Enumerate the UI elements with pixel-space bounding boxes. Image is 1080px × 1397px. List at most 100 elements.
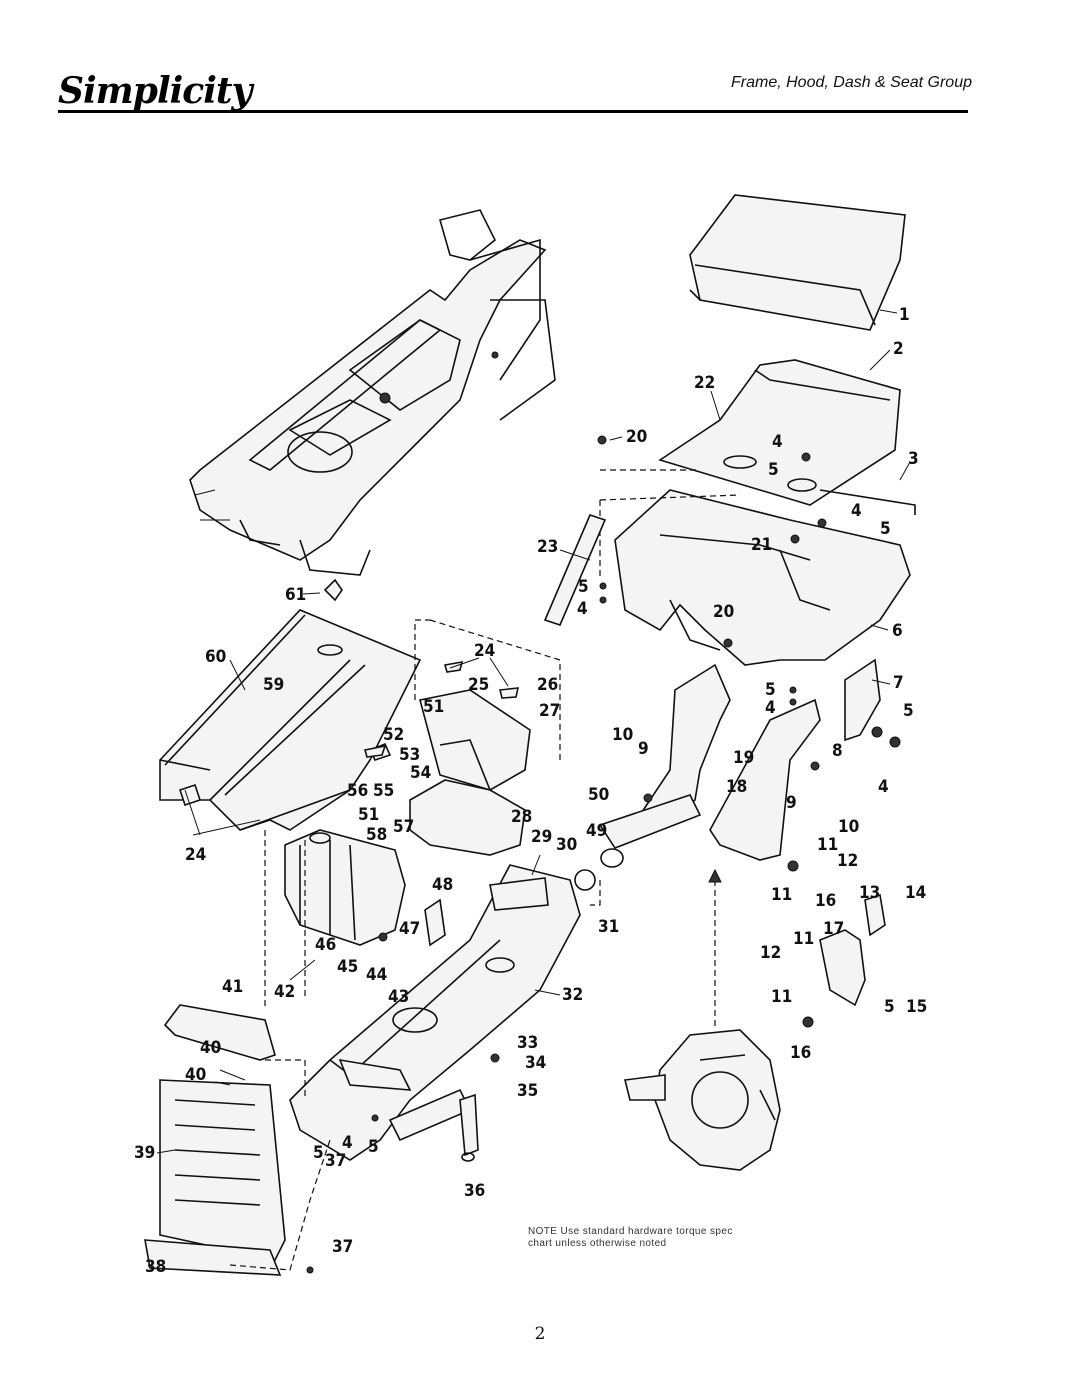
callout-29: 29 [531,827,552,847]
callout-5: 5 [765,680,776,700]
callout-25: 25 [468,675,489,695]
callout-21: 21 [751,535,772,555]
callout-30: 30 [556,835,577,855]
callout-40: 40 [185,1065,206,1085]
callout-24: 24 [185,845,206,865]
grille-assembly [144,830,331,1276]
callout-1: 1 [899,305,910,325]
transmission-assembly [624,1029,781,1171]
callout-57: 57 [393,817,414,837]
callout-9: 9 [786,793,797,813]
callout-47: 47 [399,919,420,939]
callout-36: 36 [464,1181,485,1201]
callout-5: 5 [313,1143,324,1163]
callout-46: 46 [315,935,336,955]
callout-20: 20 [713,602,734,622]
callout-50: 50 [588,785,609,805]
callout-51: 51 [358,805,379,825]
callout-28: 28 [511,807,532,827]
callout-20: 20 [626,427,647,447]
callout-4: 4 [577,599,588,619]
callout-15: 15 [906,997,927,1017]
brand-logo: Simplicity [58,70,252,112]
callout-48: 48 [432,875,453,895]
callout-34: 34 [525,1053,546,1073]
callout-4: 4 [765,698,776,718]
header-rule [58,110,968,113]
callout-10: 10 [612,725,633,745]
callout-5: 5 [880,519,891,539]
callout-33: 33 [517,1033,538,1053]
callout-12: 12 [760,943,781,963]
callout-60: 60 [205,647,226,667]
leader-lines [156,309,911,1154]
steering-support-parts [598,658,886,1030]
callout-40: 40 [200,1038,221,1058]
callout-16: 16 [815,891,836,911]
callout-26: 26 [537,675,558,695]
callout-27: 27 [539,701,560,721]
callout-43: 43 [388,987,409,1007]
callout-14: 14 [905,883,926,903]
callout-16: 16 [790,1043,811,1063]
callout-4: 4 [342,1133,353,1153]
callout-8: 8 [832,741,843,761]
callout-23: 23 [537,537,558,557]
callout-51: 51 [423,697,444,717]
callout-49: 49 [586,821,607,841]
hood-assembly [159,578,422,831]
callout-56: 56 [347,781,368,801]
callout-5: 5 [768,460,779,480]
callout-37: 37 [325,1151,346,1171]
callout-22: 22 [694,373,715,393]
callout-10: 10 [838,817,859,837]
callout-4: 4 [851,501,862,521]
callout-54: 54 [410,763,431,783]
callout-11: 11 [793,929,814,949]
callout-5: 5 [884,997,895,1017]
upper-frame-assembly [189,209,556,576]
callout-61: 61 [285,585,306,605]
callout-45: 45 [337,957,358,977]
fender-tray [543,469,911,666]
callout-labels: 1 2 3 4 5 4 5 6 7 5 4 8 10 9 50 49 19 18… [134,305,927,1277]
callout-18: 18 [726,777,747,797]
callout-41: 41 [222,977,243,997]
seat-assembly [658,194,916,515]
callout-11: 11 [771,987,792,1007]
callout-5: 5 [578,577,589,597]
callout-13: 13 [859,883,880,903]
callout-11: 11 [817,835,838,855]
callout-35: 35 [517,1081,538,1101]
callout-4: 4 [878,777,889,797]
callout-39: 39 [134,1143,155,1163]
callout-11: 11 [771,885,792,905]
callout-4: 4 [772,432,783,452]
callout-5: 5 [368,1137,379,1157]
callout-7: 7 [893,673,904,693]
callout-12: 12 [837,851,858,871]
callout-42: 42 [274,982,295,1002]
callout-53: 53 [399,745,420,765]
main-frame [289,864,601,1162]
callout-44: 44 [366,965,387,985]
callout-31: 31 [598,917,619,937]
callout-3: 3 [908,449,919,469]
callout-17: 17 [823,919,844,939]
callout-5: 5 [903,701,914,721]
callout-6: 6 [892,621,903,641]
hardware-bits [306,435,901,1274]
callout-2: 2 [893,339,904,359]
callout-55: 55 [373,781,394,801]
callout-24: 24 [474,641,495,661]
page-number: 2 [534,1324,546,1344]
torque-note: NOTE Use standard hardware torque spec c… [528,1226,733,1249]
dash-housing [363,619,561,856]
callout-38: 38 [145,1257,166,1277]
callout-37: 37 [332,1237,353,1257]
section-title: Frame, Hood, Dash & Seat Group [731,74,972,91]
callout-58: 58 [366,825,387,845]
callout-32: 32 [562,985,583,1005]
callout-52: 52 [383,725,404,745]
callout-9: 9 [638,739,649,759]
